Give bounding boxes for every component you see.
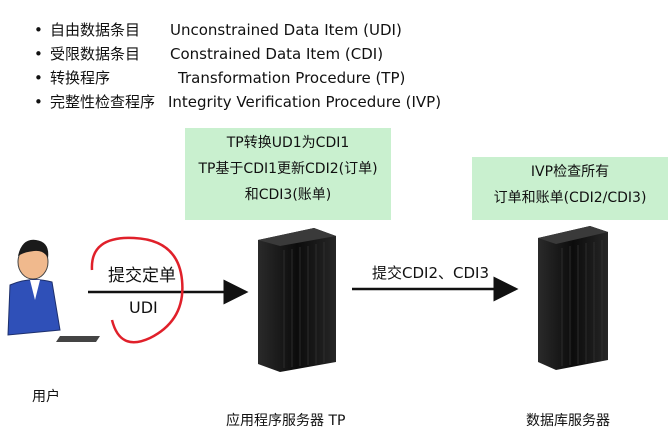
term-cdi: 受限数据条目 Constrained Data Item (CDI) xyxy=(34,42,441,66)
tp-box-line1: TP转换UD1为CDI1 xyxy=(226,135,350,151)
term-cdi-en: Constrained Data Item (CDI) xyxy=(170,45,384,63)
term-cdi-cn: 受限数据条目 xyxy=(50,45,141,63)
submit-order-label: 提交定单 xyxy=(108,266,176,286)
term-list: 自由数据条目 Unconstrained Data Item (UDI) 受限数据… xyxy=(34,18,441,114)
term-tp-en: Transformation Procedure (TP) xyxy=(178,69,406,87)
submit-cdi-label: 提交CDI2、CDI3 xyxy=(372,264,489,282)
user-label: 用户 xyxy=(32,389,60,405)
tp-box-line3: 和CDI3(账单) xyxy=(244,187,332,203)
term-ivp-cn: 完整性检查程序 xyxy=(50,93,156,111)
tp-box-line2: TP基于CDI1更新CDI2(订单) xyxy=(198,161,378,177)
tp-description-box: TP转换UD1为CDI1 TP基于CDI1更新CDI2(订单) 和CDI3(账单… xyxy=(185,128,391,220)
term-udi-cn: 自由数据条目 xyxy=(50,21,141,39)
term-ivp-en: Integrity Verification Procedure (IVP) xyxy=(168,93,442,111)
db-server-label: 数据库服务器 xyxy=(526,413,610,429)
ivp-description-box: IVP检查所有 订单和账单(CDI2/CDI3) xyxy=(472,157,668,220)
term-tp: 转换程序 Transformation Procedure (TP) xyxy=(34,66,441,90)
term-udi-en: Unconstrained Data Item (UDI) xyxy=(170,21,402,39)
app-server-label: 应用程序服务器 TP xyxy=(226,413,346,429)
database-server-icon xyxy=(538,226,608,370)
app-server-icon xyxy=(258,228,336,372)
term-ivp: 完整性检查程序 Integrity Verification Procedure … xyxy=(34,90,441,114)
term-tp-cn: 转换程序 xyxy=(50,69,111,87)
term-udi: 自由数据条目 Unconstrained Data Item (UDI) xyxy=(34,18,441,42)
ivp-box-line2: 订单和账单(CDI2/CDI3) xyxy=(493,190,647,206)
user-figure-icon xyxy=(7,239,100,342)
ivp-box-line1: IVP检查所有 xyxy=(530,164,610,180)
udi-label: UDI xyxy=(129,298,158,317)
annotation-circle xyxy=(90,236,184,344)
